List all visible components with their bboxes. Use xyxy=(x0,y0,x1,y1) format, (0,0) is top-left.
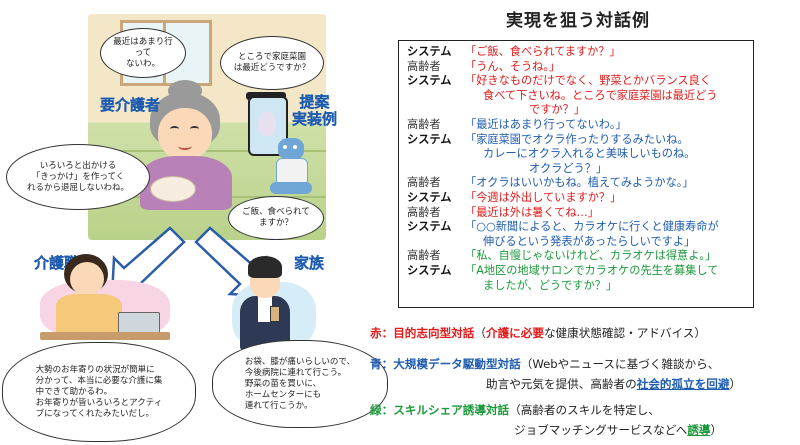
thought-bubble-elder: いろいろと出かける 「きっかけ」を作ってく れるから退屈しないわね。 xyxy=(6,144,150,210)
dialogue-turn: 高齢者 「うん、そうね。」 xyxy=(407,60,560,74)
dialogue-turn: 高齢者 「オクラはいいかもね。植えてみようかな。」 xyxy=(407,176,694,190)
speech-bubble-elder-top: 最近はあまり行って ないわ。 xyxy=(100,28,186,78)
caregiver-body xyxy=(56,294,122,334)
utterance-text: 「好きなものだけでなく、野菜とかバランス良く xyxy=(465,74,711,88)
proposal-label-line: 実装例 xyxy=(292,110,338,128)
bubble-text: ところで家庭菜園 は最近どうですか？ xyxy=(233,52,311,73)
legend-green-rest2a: ジョブマッチングサービスなどへ xyxy=(514,423,688,437)
family-label: 家族 xyxy=(294,254,325,272)
proposal-label-line: 提案 xyxy=(299,93,330,111)
legend-red-emph: 介護に必要 xyxy=(485,326,544,340)
legend-blue: 青：大規模データ駆動型対話（Webやニュースに基づく雑談から、 xyxy=(370,356,719,372)
utterance-text: 「A地区の地域サロンでカラオケの先生を募集して xyxy=(465,264,719,277)
tatami-line xyxy=(88,150,326,152)
legend-green-line2: ジョブマッチングサービスなどへ誘導） xyxy=(514,422,722,438)
bubble-text: いろいろと出かける 「きっかけ」を作ってく れるから退屈しないわね。 xyxy=(26,160,129,193)
family-hair xyxy=(248,256,282,278)
utterance-continuation: 食べて下さいね。ところで家庭菜園は最近どう xyxy=(483,88,718,102)
speaker-label: システム xyxy=(407,45,452,58)
desk xyxy=(40,332,170,340)
utterance-text: 「オクラはいいかもね。植えてみようかな。」 xyxy=(465,176,694,190)
robot-body xyxy=(276,158,308,186)
dialogue-turn: 高齢者 「最近はあまり行ってないわ。」 xyxy=(407,118,627,132)
bubble-text: お袋、膝が痛いらしいので、 今後病院に連れて行こう。 野菜の苗を買いに、 ホーム… xyxy=(244,356,356,411)
robot-figure-in-case xyxy=(258,112,276,136)
utterance-text: 「最近はあまり行ってないわ。」 xyxy=(465,118,627,131)
speaker-label: システム xyxy=(407,74,452,88)
legend-green: 緑：スキルシェア誘導対話（高齢者のスキルを特定し、 xyxy=(370,402,660,418)
elder-smile xyxy=(178,142,192,150)
speaker-label: システム xyxy=(407,132,452,146)
robot-eye xyxy=(283,145,287,149)
speaker-label: 高齢者 xyxy=(407,205,441,219)
legend-red: 赤：目的志向型対話（介護に必要な健康状態確認・アドバイス） xyxy=(370,325,706,341)
cat-illustration xyxy=(150,176,196,202)
dialogue-turn: システム「A地区の地域サロンでカラオケの先生を募集して xyxy=(407,264,718,278)
speaker-label: 高齢者 xyxy=(407,176,441,190)
speaker-label: システム xyxy=(407,264,452,277)
speaker-label: システム xyxy=(407,220,452,234)
speaker-label: 高齢者 xyxy=(407,118,441,131)
family-shirt xyxy=(258,296,272,322)
dialogue-turn: システム「今週は外出していますか？」 xyxy=(407,191,621,205)
legend-red-rest: な健康状態確認・アドバイス） xyxy=(543,326,706,340)
utterance-continuation: ですか？」 xyxy=(529,103,585,117)
utterance-text: 「ご飯、食べられてますか？」 xyxy=(465,45,621,58)
proposal-label: 提案 実装例 xyxy=(292,93,338,128)
utterance-continuation: ましたが、どうですか？」 xyxy=(483,278,618,292)
robot-eye xyxy=(293,145,297,149)
legend-blue-rest2b: ） xyxy=(729,377,742,391)
dialogue-turn: システム「家庭菜園でオクラ作ったりするみたいね。 xyxy=(407,133,689,147)
legend-blue-head: 青：大規模データ駆動型対話 xyxy=(370,357,521,371)
utterance-continuation: カレーにオクラ入れると美味しいものね。 xyxy=(483,147,696,161)
utterance-text: 「うん、そうね。」 xyxy=(465,59,561,73)
speaker-label: 高齢者 xyxy=(407,59,441,73)
page-title: 実現を狙う対話例 xyxy=(506,11,650,31)
utterance-text: 「最近は外は暑くてね…」 xyxy=(465,205,599,219)
dialogue-turn: システム「○○新聞によると、カラオケに行くと健康寿命が xyxy=(407,220,719,234)
smartphone-icon xyxy=(270,306,280,322)
speech-bubble-family: お袋、膝が痛いらしいので、 今後病院に連れて行こう。 野菜の苗を買いに、 ホーム… xyxy=(212,340,388,428)
dialogue-turn: システム「ご飯、食べられてますか？」 xyxy=(407,45,621,59)
robot-base xyxy=(270,182,312,194)
dialogue-turn: 高齢者 「最近は外は暑くてね…」 xyxy=(407,206,599,220)
utterance-text: 「今週は外出していますか？」 xyxy=(465,191,622,204)
dialogue-box: システム「ご飯、食べられてますか？」高齢者「うん、そうね。」システム「好きなもの… xyxy=(398,40,754,308)
elder-eye xyxy=(190,126,199,132)
legend-blue-rest2a: 助言や元気を提供、高齢者の xyxy=(486,377,637,391)
legend-red-open: （ xyxy=(474,326,486,340)
robot-head xyxy=(278,138,304,160)
speech-bubble-robot-bottom: ご飯、食べられて ますか？ xyxy=(228,196,324,240)
legend-green-rest2b: ） xyxy=(710,423,723,437)
legend-blue-emph: 社会的孤立を回避 xyxy=(636,377,730,391)
legend-green-head: 緑：スキルシェア誘導対話 xyxy=(370,403,510,417)
legend-red-head: 赤：目的志向型対話 xyxy=(370,326,475,340)
dialogue-turn: 高齢者 「私、自慢じゃないけれど、カラオケは得意よ。」 xyxy=(407,249,716,263)
utterance-text: 「私、自慢じゃないけれど、カラオケは得意よ。」 xyxy=(465,249,717,263)
legend-green-emph: 誘導 xyxy=(687,423,711,437)
legend-blue-line2: 助言や元気を提供、高齢者の社会的孤立を回避） xyxy=(486,376,741,392)
legend-green-rest: （高齢者のスキルを特定し、 xyxy=(509,403,660,417)
elder-face xyxy=(158,108,212,160)
caregiver-face xyxy=(70,262,104,296)
speech-bubble-robot-top: ところで家庭菜園 は最近どうですか？ xyxy=(220,36,324,90)
dialogue-turn: システム「好きなものだけでなく、野菜とかバランス良く xyxy=(407,74,711,88)
utterance-text: 「○○新聞によると、カラオケに行くと健康寿命が xyxy=(465,220,719,234)
legend-blue-rest: （Webやニュースに基づく雑談から、 xyxy=(520,357,720,371)
utterance-continuation: 伸びるという発表があったらしいですよ」 xyxy=(483,234,696,248)
elder-eye xyxy=(170,126,179,132)
speech-bubble-caregiver: 大勢のお年寄りの状況が簡単に 分かって、本当に必要な介護に集 中できて助かるわ。… xyxy=(2,342,196,442)
bubble-text: 最近はあまり行って ないわ。 xyxy=(113,36,173,69)
speaker-label: 高齢者 xyxy=(407,249,441,263)
elder-label: 要介護者 xyxy=(100,96,161,114)
speaker-label: システム xyxy=(407,191,452,204)
bubble-text: 大勢のお年寄りの状況が簡単に 分かって、本当に必要な介護に集 中できて助かるわ。… xyxy=(35,364,163,419)
utterance-continuation: オクラどう？」 xyxy=(529,161,608,175)
bubble-text: ご飯、食べられて ますか？ xyxy=(242,207,310,228)
utterance-text: 「家庭菜園でオクラ作ったりするみたいね。 xyxy=(465,132,689,146)
